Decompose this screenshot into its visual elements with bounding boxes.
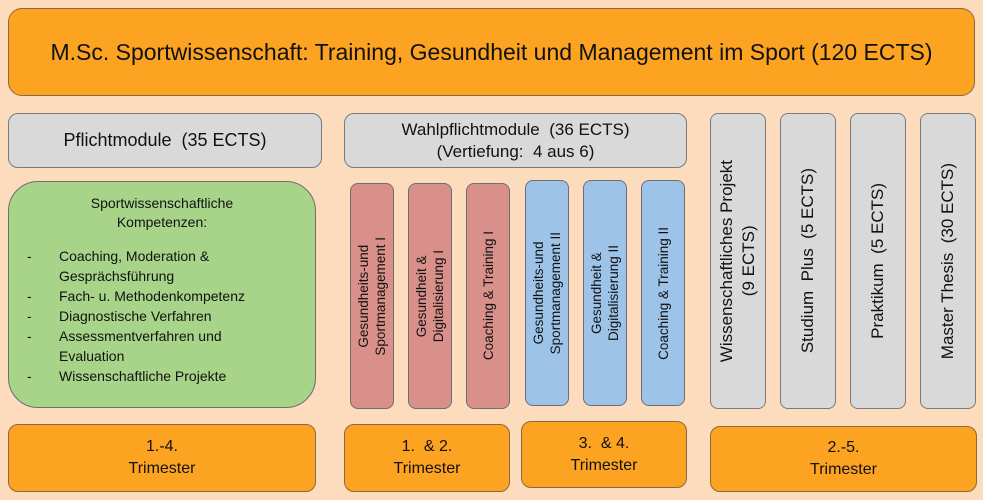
competences-box: Sportwissenschaftliche Kompetenzen: -Coa… bbox=[8, 181, 316, 408]
competences-list: -Coaching, Moderation & Gesprächsführung… bbox=[9, 246, 315, 386]
competences-title-line2: Kompetenzen: bbox=[116, 214, 208, 230]
list-item: -Coaching, Moderation & Gesprächsführung bbox=[27, 248, 210, 284]
trimester-box-4: 2.-5. Trimester bbox=[710, 426, 977, 492]
module-wissenschaftliches-projekt: Wissenschaftliches Projekt (9 ECTS) bbox=[710, 113, 766, 409]
module-coaching-training-1: Coaching & Training I bbox=[466, 183, 510, 409]
program-title: M.Sc. Sportwissenschaft: Training, Gesun… bbox=[50, 38, 933, 65]
wahlpflicht-sublabel: (Vertiefung: 4 aus 6) bbox=[436, 141, 595, 161]
pflichtmodule-label: Pflichtmodule (35 ECTS) bbox=[63, 130, 267, 150]
competences-title-line1: Sportwissenschaftliche bbox=[90, 195, 234, 211]
wahlpflicht-header: Wahlpflichtmodule (36 ECTS) (Vertiefung:… bbox=[344, 113, 687, 168]
trimester-box-1: 1.-4. Trimester bbox=[8, 424, 316, 492]
module-gesundheit-sportmanagement-1: Gesundheits-und Sportmanagement I bbox=[350, 183, 394, 409]
module-gesundheit-digitalisierung-2: Gesundheit & Digitalisierung II bbox=[583, 180, 627, 406]
module-gesundheit-digitalisierung-1: Gesundheit & Digitalisierung I bbox=[408, 183, 452, 409]
module-coaching-training-2: Coaching & Training II bbox=[641, 180, 685, 406]
module-gesundheit-sportmanagement-2: Gesundheits-und Sportmanagement II bbox=[525, 180, 569, 406]
list-item: -Diagnostische Verfahren bbox=[27, 308, 212, 324]
trimester-box-3: 3. & 4. Trimester bbox=[521, 421, 687, 488]
trimester-box-2: 1. & 2. Trimester bbox=[344, 424, 510, 492]
wahlpflicht-label: Wahlpflichtmodule (36 ECTS) bbox=[401, 119, 630, 139]
module-studium-plus: Studium Plus (5 ECTS) bbox=[780, 113, 836, 409]
module-master-thesis: Master Thesis (30 ECTS) bbox=[920, 113, 976, 409]
list-item: -Assessmentverfahren und Evaluation bbox=[27, 328, 222, 364]
competences-title: Sportwissenschaftliche Kompetenzen: bbox=[9, 194, 315, 232]
list-item: -Wissenschaftliche Projekte bbox=[27, 368, 227, 384]
pflichtmodule-header: Pflichtmodule (35 ECTS) bbox=[8, 113, 322, 168]
program-title-box: M.Sc. Sportwissenschaft: Training, Gesun… bbox=[8, 8, 975, 96]
list-item: -Fach- u. Methodenkompetenz bbox=[27, 288, 245, 304]
module-praktikum: Praktikum (5 ECTS) bbox=[850, 113, 906, 409]
